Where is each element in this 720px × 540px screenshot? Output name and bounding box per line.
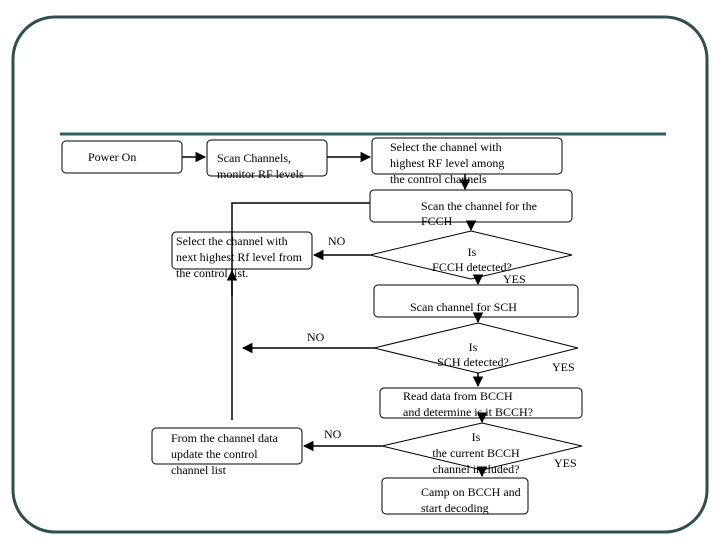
fcch-yes-label: YES — [503, 272, 526, 286]
bcch-decision-line-2: the current BCCH — [432, 446, 520, 460]
slide-frame — [11, 15, 709, 534]
bcch-no-label: NO — [324, 427, 342, 441]
scan-sch-line-1: Scan channel for SCH — [410, 300, 517, 314]
read-bcch-label: Read data from BCCH and determine is it B… — [403, 389, 533, 419]
sch-decision-line-2: SCH detected? — [437, 355, 509, 369]
select-next-box — [171, 231, 313, 270]
power-on-label: Power On — [88, 150, 136, 164]
scan-fcch-line-2: FCCH — [421, 214, 453, 228]
camp-line-1: Camp on BCCH and — [421, 485, 521, 499]
camp-line-2: start decoding — [421, 501, 489, 515]
sch-decision-line-1: Is — [469, 340, 478, 354]
update-list-line-1: From the channel data — [171, 431, 279, 445]
select-highest-line-3: the control channels — [390, 172, 487, 186]
power-on-line-1: Power On — [88, 150, 136, 164]
camp-box — [381, 477, 529, 515]
sch-yes-label: YES — [552, 360, 575, 374]
select-next-line-1: Select the channel with — [176, 234, 288, 248]
update-list-line-2: update the control — [171, 447, 258, 461]
scan-sch-label: Scan channel for SCH — [410, 300, 517, 314]
scan-channels-label: Scan Channels, monitor RF levels — [217, 151, 304, 181]
select-next-label: Select the channel with next highest Rf l… — [176, 234, 303, 280]
scan-fcch-line-1: Scan the channel for the — [421, 199, 537, 213]
bcch-decision-line-3: channel included? — [433, 462, 520, 476]
select-highest-label: Select the channel with highest RF level … — [390, 140, 504, 186]
read-bcch-line-2: and determine is it BCCH? — [403, 405, 533, 419]
update-list-line-3: channel list — [171, 463, 227, 477]
fcch-decision-diamond — [369, 230, 573, 280]
select-next-line-3: the control list. — [176, 266, 248, 280]
fcch-no-label: NO — [328, 234, 346, 248]
sch-no-label: NO — [307, 330, 325, 344]
read-bcch-line-1: Read data from BCCH — [403, 389, 513, 403]
update-list-label: From the channel data update the control c… — [171, 431, 279, 477]
select-highest-line-2: highest RF level among — [390, 156, 504, 170]
bcch-decision-line-1: Is — [472, 430, 481, 444]
bcch-yes-label: YES — [554, 456, 577, 470]
bcch-decision-label: Is the current BCCH channel included? — [432, 430, 520, 476]
fcch-decision-line-2: FCCH detected? — [432, 260, 512, 274]
select-next-line-2: next highest Rf level from — [176, 250, 303, 264]
scan-channels-line-2: monitor RF levels — [217, 167, 304, 181]
scan-channels-line-1: Scan Channels, — [217, 151, 291, 165]
select-highest-box — [371, 137, 563, 175]
camp-label: Camp on BCCH and start decoding — [421, 485, 521, 515]
scan-channels-box — [206, 139, 328, 177]
update-list-box — [151, 427, 303, 465]
fcch-decision-line-1: Is — [468, 245, 477, 259]
loop-back-line — [231, 202, 370, 420]
select-highest-line-1: Select the channel with — [390, 140, 502, 154]
